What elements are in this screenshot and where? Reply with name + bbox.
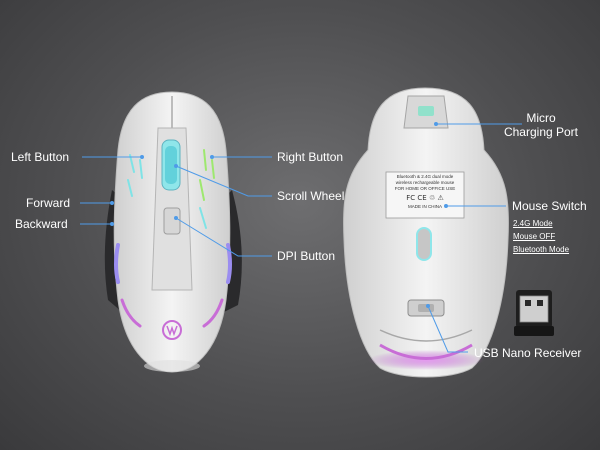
sticker-line-1: Bluetooth & 2.4G dual mode	[396, 174, 454, 179]
sticker-marks: FC CE ♲ ⚠	[406, 194, 444, 202]
switch-mode-1: 2.4G Mode	[513, 219, 553, 228]
bottom-sticker	[385, 171, 465, 219]
label-usb-nano-receiver: USB Nano Receiver	[474, 346, 582, 360]
usb-nano-receiver-image	[514, 290, 554, 336]
label-dpi-button: DPI Button	[277, 249, 336, 263]
callout-usb-receiver	[427, 305, 468, 353]
label-mouse-switch: Mouse Switch	[512, 199, 587, 213]
brand-logo	[162, 320, 182, 340]
label-left-button: Left Button	[11, 150, 70, 164]
sticker-line-2: wireless rechargeable mouse	[395, 180, 455, 185]
label-micro-line-2: Charging Port	[503, 125, 579, 139]
label-micro-charging-port: Micro Charging Port	[496, 111, 586, 139]
mouse-top-view	[104, 91, 242, 373]
dpi-button-shape	[163, 207, 181, 235]
mouse-bottom-view	[343, 87, 509, 378]
sticker-origin: MADE IN CHINA	[407, 204, 442, 209]
label-right-button: Right Button	[277, 150, 344, 164]
label-scroll-wheel: Scroll Wheel	[277, 189, 345, 203]
label-backward: Backward	[15, 217, 68, 231]
switch-mode-2: Mouse OFF	[513, 232, 556, 241]
callout-lines	[80, 122, 522, 353]
callout-dpi-button	[175, 217, 272, 257]
switch-mode-3: Bluetooth Mode	[513, 245, 570, 254]
label-forward: Forward	[26, 196, 71, 210]
sticker-text: Bluetooth & 2.4G dual mode wireless rech…	[388, 174, 462, 210]
callout-scroll-wheel	[175, 165, 272, 197]
sticker-line-3: FOR HOME OR OFFICE USE	[394, 186, 456, 191]
label-micro-line-1: Micro	[526, 111, 556, 125]
